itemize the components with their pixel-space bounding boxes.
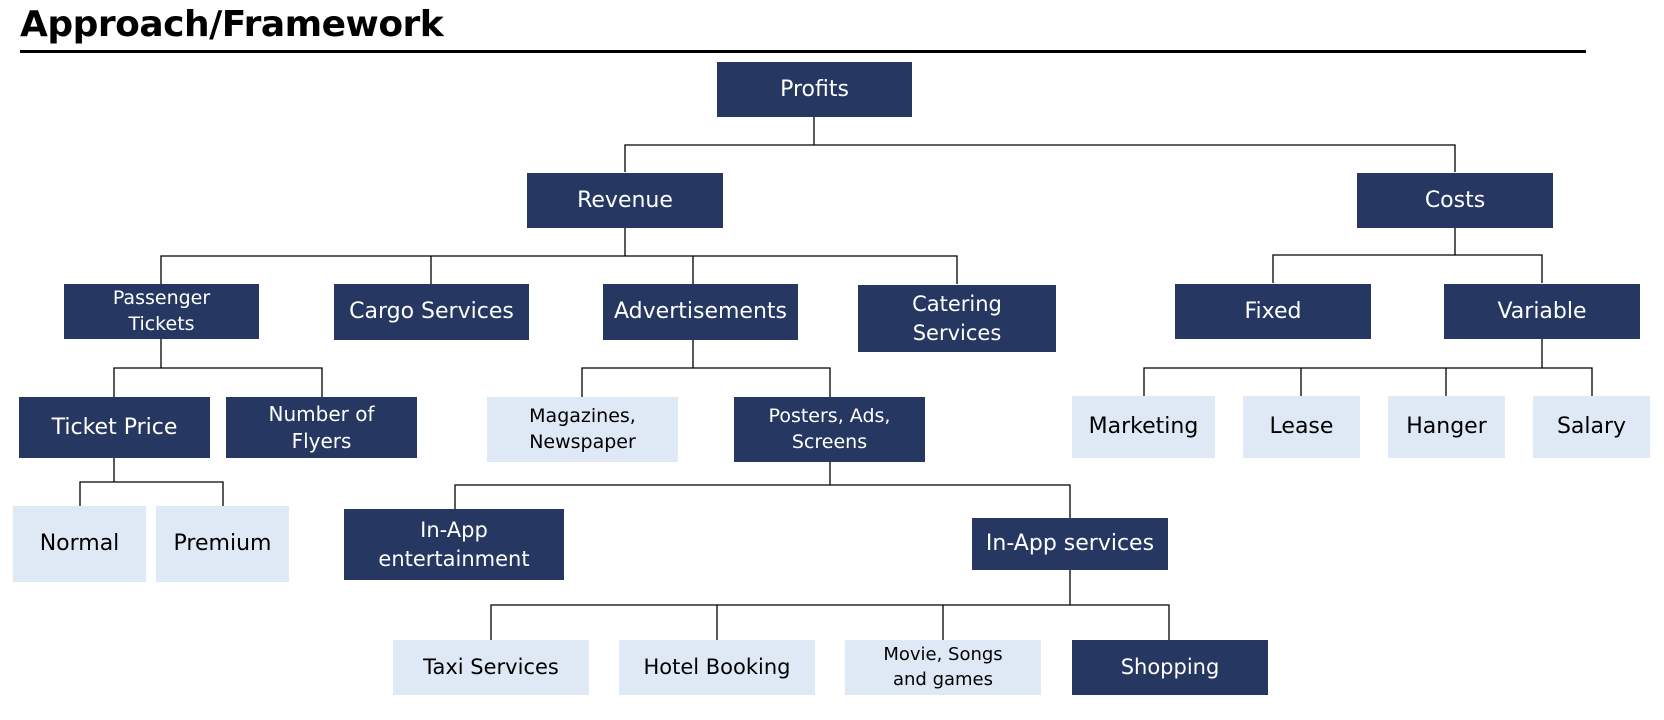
connector-in-app-services-children xyxy=(490,604,1170,640)
node-hanger: Hanger xyxy=(1388,396,1505,458)
page-title: Approach/Framework xyxy=(20,4,444,45)
node-ticket-price: Ticket Price xyxy=(19,397,210,458)
node-fixed: Fixed xyxy=(1175,284,1371,339)
node-cargo-services: Cargo Services xyxy=(334,284,529,340)
connector-revenue-children xyxy=(160,255,958,284)
node-hotel-booking: Hotel Booking xyxy=(619,640,815,695)
node-magazines-newspaper: Magazines, Newspaper xyxy=(487,397,678,462)
node-shopping: Shopping xyxy=(1072,640,1268,695)
node-premium: Premium xyxy=(156,506,289,582)
node-normal: Normal xyxy=(13,506,146,582)
connector-profits-children xyxy=(624,144,1456,172)
node-taxi-services: Taxi Services xyxy=(393,640,589,695)
node-revenue: Revenue xyxy=(527,173,723,228)
node-variable: Variable xyxy=(1444,284,1640,339)
node-posters-ads-screens: Posters, Ads, Screens xyxy=(734,397,925,462)
connector-ticket-price-children xyxy=(79,481,224,506)
node-movie-songs-games: Movie, Songs and games xyxy=(845,640,1041,695)
node-in-app-services: In-App services xyxy=(972,518,1168,570)
connector-posters-children xyxy=(454,484,1071,518)
connector-passenger-children xyxy=(113,367,323,397)
connector-costs-children xyxy=(1272,254,1543,283)
title-divider xyxy=(20,50,1586,53)
connector-ads-children xyxy=(581,367,831,397)
node-catering-services: Catering Services xyxy=(858,285,1056,352)
node-salary: Salary xyxy=(1533,396,1650,458)
node-passenger-tickets: Passenger Tickets xyxy=(64,284,259,339)
node-number-of-flyers: Number of Flyers xyxy=(226,397,417,458)
node-advertisements: Advertisements xyxy=(603,284,798,340)
node-profits: Profits xyxy=(717,62,912,117)
connector-variable-children xyxy=(1143,367,1593,396)
node-marketing: Marketing xyxy=(1072,396,1215,458)
node-lease: Lease xyxy=(1243,396,1360,458)
node-costs: Costs xyxy=(1357,173,1553,228)
node-in-app-entertainment: In-App entertainment xyxy=(344,509,564,580)
